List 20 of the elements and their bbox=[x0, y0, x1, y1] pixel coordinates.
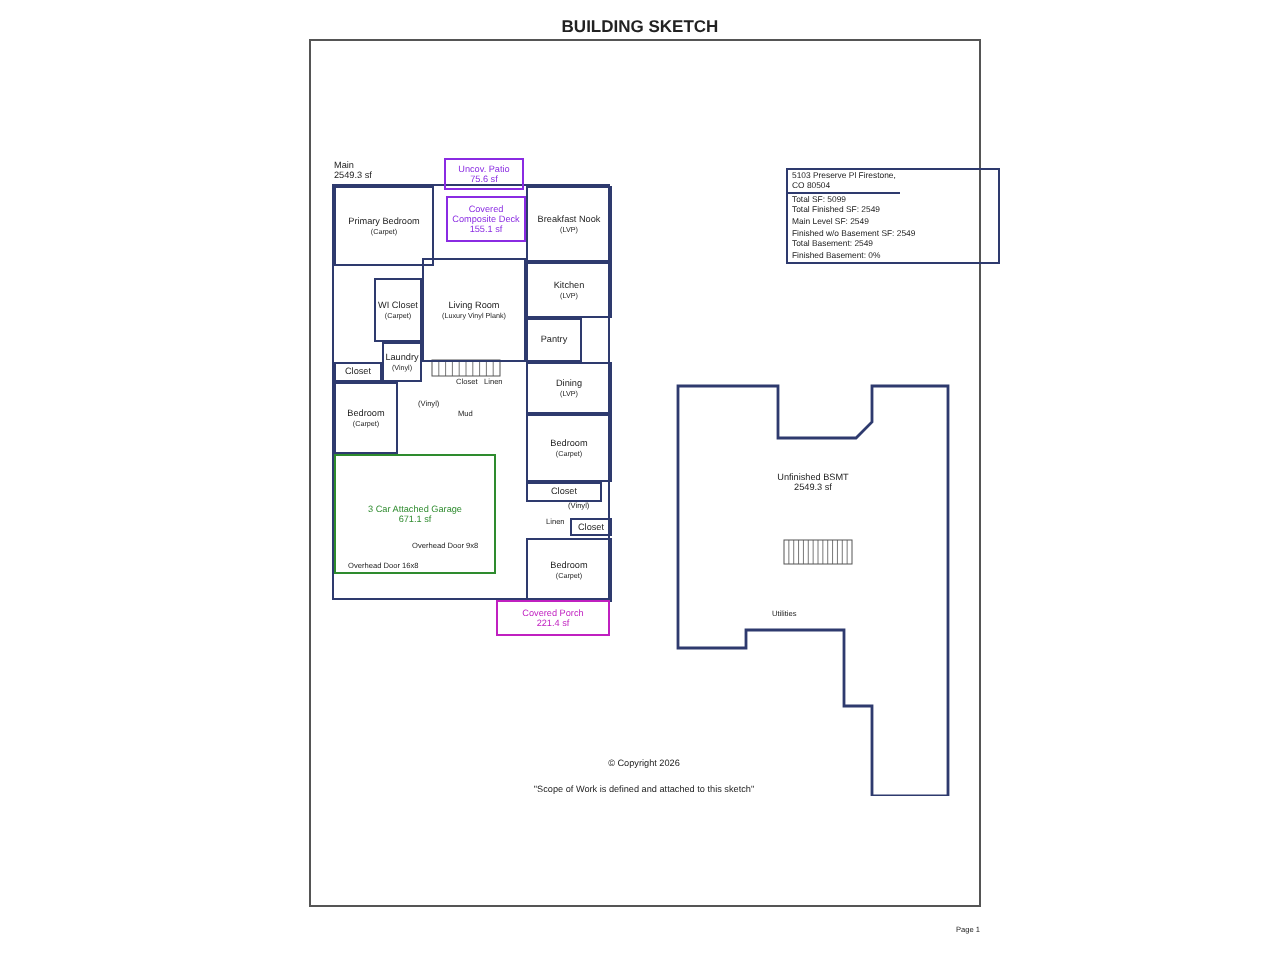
room bbox=[374, 278, 422, 342]
room bbox=[526, 414, 612, 482]
room bbox=[526, 186, 612, 262]
info-box bbox=[786, 168, 1000, 264]
deck-area bbox=[446, 196, 526, 242]
patio-area bbox=[444, 158, 524, 190]
garage-area bbox=[334, 454, 496, 574]
room bbox=[526, 538, 612, 602]
room bbox=[334, 186, 434, 266]
room bbox=[526, 318, 582, 362]
porch-area bbox=[496, 600, 610, 636]
page-title: BUILDING SKETCH bbox=[559, 16, 721, 36]
room bbox=[570, 518, 612, 536]
room bbox=[422, 258, 526, 362]
room bbox=[526, 362, 612, 414]
room bbox=[334, 382, 398, 454]
room bbox=[526, 482, 602, 502]
room bbox=[334, 362, 382, 382]
room bbox=[526, 262, 612, 318]
room bbox=[382, 342, 422, 382]
